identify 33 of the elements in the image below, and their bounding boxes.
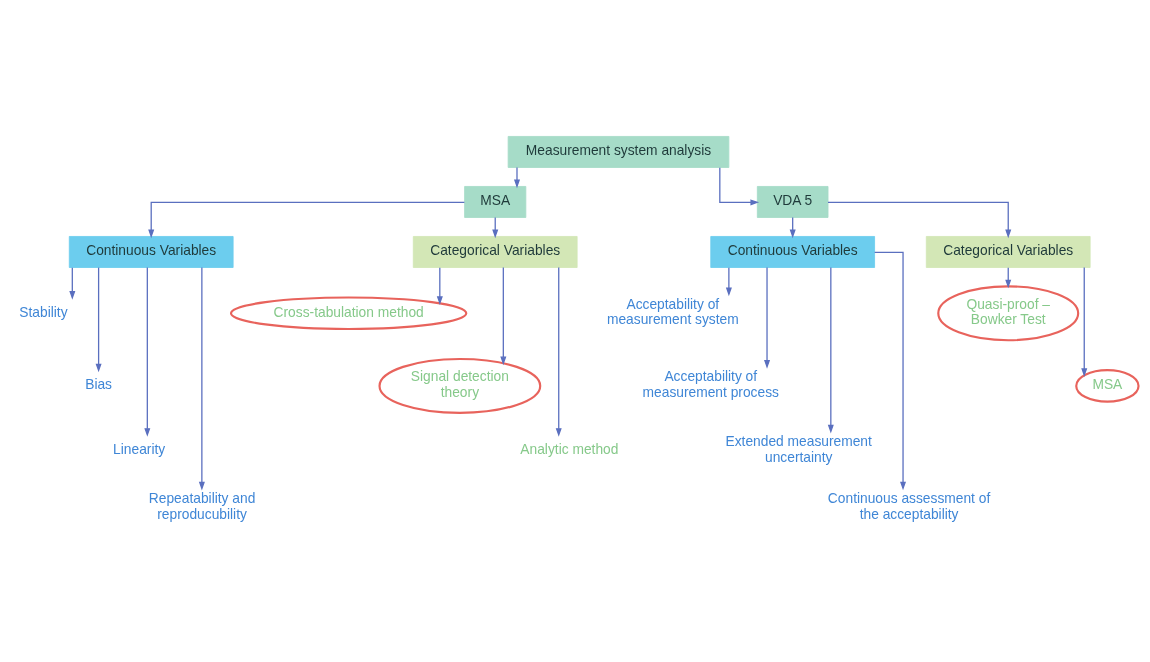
- arrow: [513, 166, 520, 188]
- node-text: Extended measurement uncertainty: [725, 433, 872, 465]
- node-ellipse: Quasi-proof – Bowker Test: [937, 284, 1080, 341]
- node-text: Linearity: [113, 441, 166, 457]
- arrow: [148, 201, 466, 238]
- arrow: [555, 266, 562, 437]
- node-text: Bias: [85, 376, 113, 392]
- node-box: Measurement system analysis: [507, 135, 730, 168]
- node-box: VDA 5: [756, 185, 829, 218]
- node-text: Continuous assessment of the acceptability: [827, 490, 991, 522]
- arrow: [725, 266, 732, 296]
- arrow: [873, 251, 907, 490]
- arrow: [69, 266, 76, 300]
- node-box: MSA: [464, 185, 527, 218]
- arrow: [436, 266, 443, 305]
- arrow: [1081, 266, 1088, 377]
- node-text: Analytic method: [520, 441, 619, 457]
- node-box: Continuous Variables: [68, 235, 234, 268]
- node-text: Repeatability and reproducubility: [148, 490, 256, 522]
- node-text: Acceptability of measurement process: [642, 368, 779, 400]
- arrow: [95, 266, 102, 372]
- node-text: Stability: [19, 304, 68, 320]
- node-box: Categorical Variables: [925, 235, 1091, 268]
- node-box: Categorical Variables: [412, 235, 578, 268]
- arrow: [198, 266, 205, 490]
- arrow: [827, 201, 1012, 238]
- node-box: Continuous Variables: [710, 235, 875, 268]
- arrow: [764, 266, 771, 369]
- node-text: Acceptability of measurement system: [606, 296, 739, 327]
- arrow: [719, 166, 760, 205]
- arrow: [500, 266, 507, 365]
- arrow: [827, 266, 834, 433]
- arrow: [144, 266, 151, 437]
